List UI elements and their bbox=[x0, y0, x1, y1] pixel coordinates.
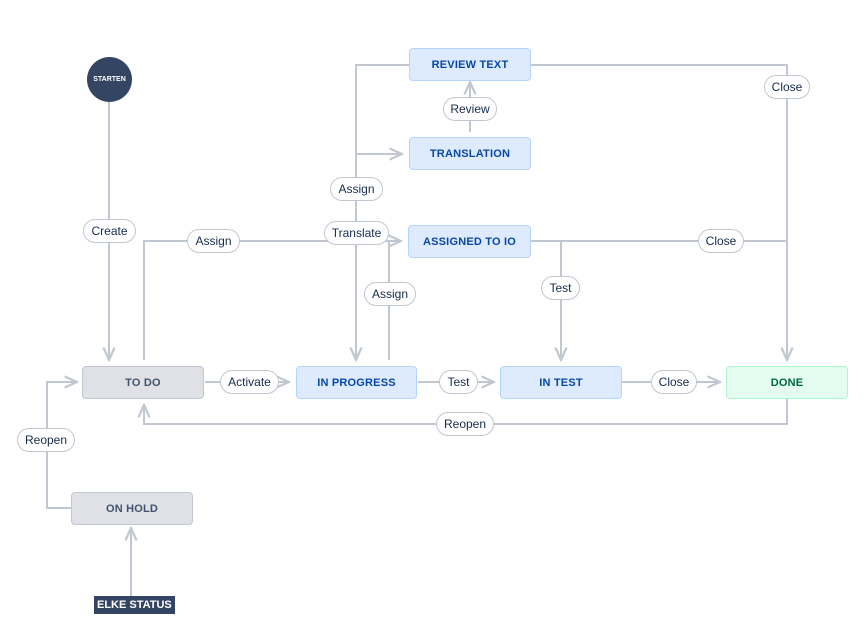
transition-close-bottom[interactable]: Close bbox=[651, 370, 697, 394]
status-in-progress[interactable]: IN PROGRESS bbox=[296, 366, 417, 399]
transition-review[interactable]: Review bbox=[443, 97, 497, 121]
transition-translate[interactable]: Translate bbox=[324, 221, 389, 245]
transition-test-lower[interactable]: Test bbox=[439, 370, 478, 394]
transition-test-upper[interactable]: Test bbox=[541, 276, 580, 300]
transition-close-top[interactable]: Close bbox=[764, 75, 810, 99]
transition-activate[interactable]: Activate bbox=[220, 370, 279, 394]
edge-translate bbox=[355, 64, 410, 360]
transition-create[interactable]: Create bbox=[83, 219, 136, 243]
transition-assign-upper[interactable]: Assign bbox=[330, 177, 383, 201]
edge-assign-todo bbox=[143, 241, 401, 360]
start-node[interactable]: STARTEN bbox=[87, 57, 132, 102]
transition-reopen-left[interactable]: Reopen bbox=[17, 428, 75, 452]
transition-assign-todo[interactable]: Assign bbox=[187, 229, 240, 253]
transition-close-mid[interactable]: Close bbox=[698, 229, 744, 253]
elke-status-tag[interactable]: ELKE STATUS bbox=[94, 596, 175, 614]
status-review-text[interactable]: REVIEW TEXT bbox=[409, 48, 531, 81]
status-assigned-to-io[interactable]: ASSIGNED TO IO bbox=[408, 225, 531, 258]
status-translation[interactable]: TRANSLATION bbox=[409, 137, 531, 170]
status-on-hold[interactable]: ON HOLD bbox=[71, 492, 193, 525]
edge-close-top bbox=[531, 64, 787, 360]
status-todo[interactable]: TO DO bbox=[82, 366, 204, 399]
transition-reopen-bottom[interactable]: Reopen bbox=[436, 412, 494, 436]
transition-assign-lower[interactable]: Assign bbox=[364, 282, 416, 306]
status-in-test[interactable]: IN TEST bbox=[500, 366, 622, 399]
status-done[interactable]: DONE bbox=[726, 366, 848, 399]
